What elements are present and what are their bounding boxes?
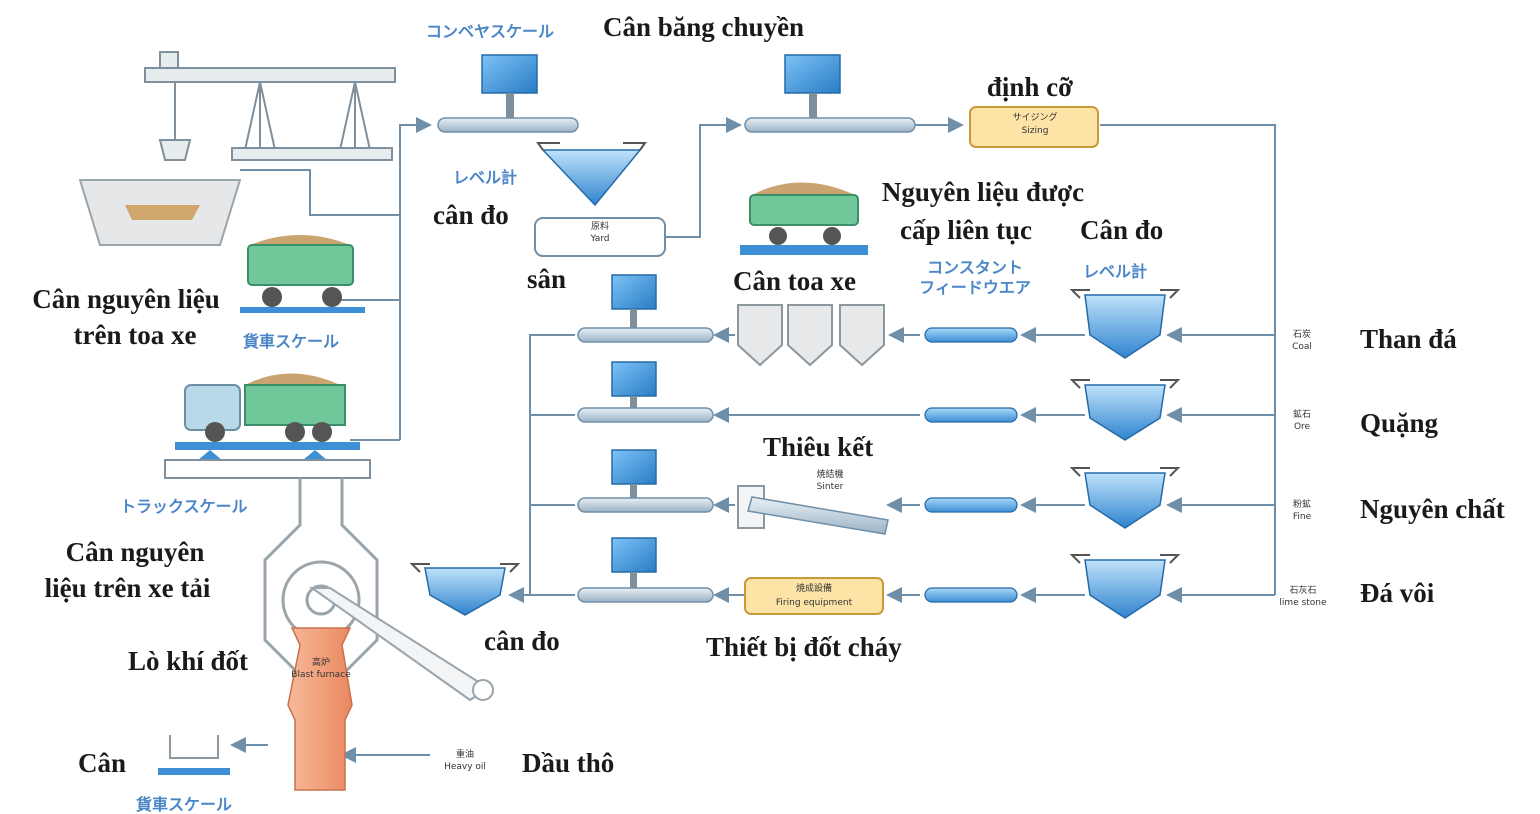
label-truck-material-2: liệu trên xe tải [44, 573, 211, 603]
ore-en: Ore [1293, 422, 1311, 432]
row-belt-scales [577, 274, 714, 603]
furnace-jp: 高炉 [311, 658, 330, 668]
jp-level-meter-left: レベル計 [453, 168, 518, 187]
right-hoppers [1069, 289, 1181, 619]
label-firing: Thiết bị đốt cháy [706, 632, 902, 662]
firing-box [744, 577, 884, 615]
firing-jp: 焼成設備 [795, 584, 832, 594]
sizing-box [969, 106, 1099, 148]
sizing-jp: サイジング [1012, 113, 1058, 123]
label-limestone: Đá vôi [1360, 578, 1435, 608]
wagon-center [740, 182, 868, 255]
jp-constant-1: コンスタント [927, 258, 1023, 277]
ore-jp: 鉱石 [1292, 410, 1311, 420]
label-wagon-scale: Cân toa xe [733, 266, 856, 296]
label-sinter: Thiêu kết [763, 432, 874, 462]
ladle-scale [158, 735, 230, 775]
truck [164, 373, 371, 479]
label-material-cont-2: cấp liên tục [900, 215, 1032, 245]
label-scale: Cân [78, 748, 127, 778]
firing-en: Firing equipment [775, 598, 853, 608]
flow-lines [230, 117, 1276, 763]
coal-jp: 石炭 [1292, 330, 1311, 340]
belt-scale-1 [437, 54, 579, 133]
feeders [924, 327, 1018, 603]
sizing-en: Sizing [1021, 126, 1049, 136]
feed-silos [737, 304, 885, 367]
yard-jp: 原料 [590, 222, 609, 232]
label-rail-material-1: Cân nguyên liệu [32, 284, 220, 314]
oil-jp: 重油 [455, 750, 474, 760]
coal-en: Coal [1292, 342, 1312, 352]
label-sizing: định cỡ [986, 72, 1074, 102]
sinter-en: Sinter [816, 482, 844, 492]
fine-en: Fine [1292, 512, 1312, 522]
oil-en: Heavy oil [444, 762, 486, 772]
label-fine: Nguyên chất [1360, 494, 1505, 524]
wagon-left [240, 235, 365, 313]
label-weigh-bottom: cân đo [484, 626, 560, 656]
label-crude-oil: Dầu thô [522, 748, 615, 778]
jp-level-meter-right: レベル計 [1083, 262, 1148, 281]
label-material-cont-1: Nguyên liệu được [881, 177, 1085, 207]
sinter-jp: 焼結機 [816, 470, 844, 480]
hopper-level-left [536, 142, 647, 207]
yard-pile [78, 179, 242, 246]
fine-jp: 粉鉱 [1292, 500, 1311, 510]
label-coal: Than đá [1360, 324, 1457, 354]
blast-furnace [263, 478, 494, 791]
label-truck-material-1: Cân nguyên [65, 537, 205, 567]
belt-scale-2 [744, 54, 916, 133]
label-blast-furnace: Lò khí đốt [128, 646, 249, 676]
yard-box [534, 217, 666, 257]
label-yard: sân [527, 264, 567, 294]
label-weigh-left: cân đo [433, 200, 509, 230]
label-ore: Quặng [1360, 408, 1439, 438]
lime-jp: 石灰石 [1289, 586, 1317, 596]
label-belt-scale: Cân băng chuyền [603, 12, 805, 42]
yard-en: Yard [590, 234, 610, 244]
furnace-en: Blast furnace [291, 670, 351, 680]
sinter-machine [737, 485, 889, 535]
lime-en: lime stone [1279, 598, 1327, 608]
jp-conveyor-scale: コンベヤスケール [426, 22, 555, 41]
jp-constant-2: フィードウエア [919, 278, 1031, 297]
crane-gantry [144, 51, 396, 161]
jp-wagon-scale-bottom: 貨車スケール [136, 795, 233, 814]
jp-wagon-scale: 貨車スケール [243, 332, 340, 351]
hopper-bottom [409, 563, 521, 616]
label-weigh-right: Cân đo [1080, 215, 1164, 245]
label-rail-material-2: trên toa xe [73, 320, 197, 350]
jp-truck-scale: トラックスケール [120, 497, 248, 516]
